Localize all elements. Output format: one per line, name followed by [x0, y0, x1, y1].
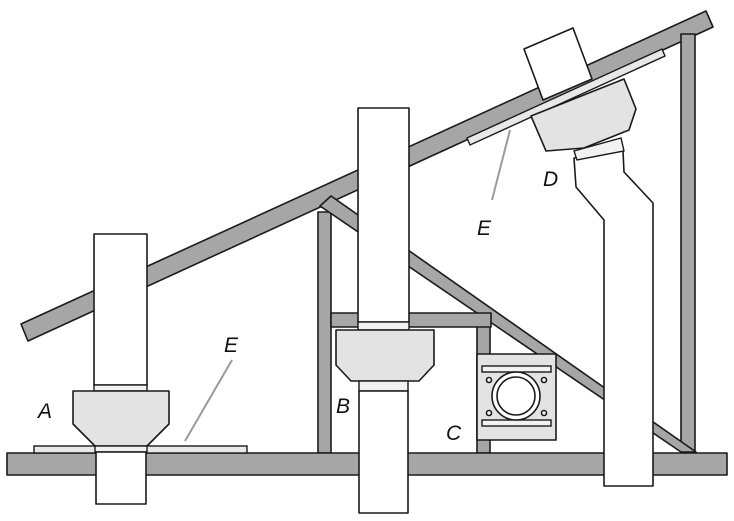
right-post [680, 33, 696, 454]
pipe-d-offset [573, 150, 654, 487]
left-stud [317, 211, 332, 454]
label-d: D [543, 168, 558, 191]
cross-member [330, 312, 492, 328]
flashing-plate-upper [466, 48, 666, 146]
collar-b-upper [357, 321, 410, 331]
mount-plate-c [476, 353, 557, 441]
pipe-a-lower [95, 451, 147, 505]
fitting-a [72, 390, 170, 447]
fitting-d [530, 78, 637, 152]
collar-b-lower [358, 380, 409, 392]
label-e-lower: E [224, 334, 239, 357]
collar-a-upper [93, 384, 148, 392]
pipe-a-upper [93, 233, 148, 386]
leader-e-upper [491, 129, 511, 201]
collar-d [573, 137, 625, 161]
fitting-b [335, 329, 435, 382]
pipe-b-lower [358, 390, 409, 514]
label-b: B [336, 395, 350, 418]
diagonal-brace [319, 195, 697, 453]
label-a: A [36, 400, 52, 423]
label-e-upper: E [477, 217, 492, 240]
label-c: C [446, 422, 462, 445]
collar-a-lower [94, 445, 148, 453]
pipe-b-upper [357, 107, 410, 323]
pipe-d-stub [523, 27, 593, 101]
leader-e-lower [184, 359, 233, 442]
